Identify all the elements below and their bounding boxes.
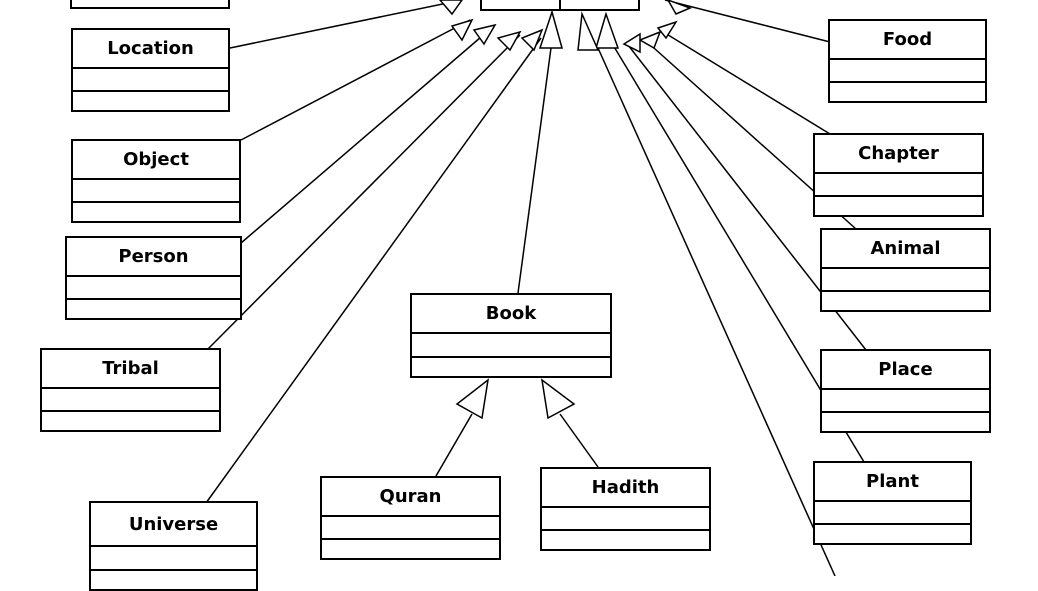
class-diagram-canvas: Location Object Person Tribal Universe B… [40,0,991,591]
arrowhead-chapter [656,20,678,40]
class-universe-name: Universe [91,503,256,547]
class-tribal[interactable]: Tribal [40,348,221,432]
arrowhead-location [439,0,463,16]
edge-tribal-parent [204,34,521,353]
arrowhead-hadith [540,378,576,420]
class-object[interactable]: Object [71,139,241,223]
class-location-name: Location [73,30,228,69]
class-quran-operations [322,540,499,558]
edge-quran-book [435,413,473,477]
arrowhead-plant [594,11,620,49]
class-object-attributes [73,180,239,204]
class-location-operations [73,92,228,110]
class-location[interactable]: Location [71,28,230,112]
edge-book-parent [517,47,552,294]
arrowhead-object [450,18,474,42]
class-universe[interactable]: Universe [89,501,258,591]
class-book[interactable]: Book [410,293,612,378]
arrowhead-offscreen [577,11,600,51]
edge-hadith-book [559,413,599,468]
class-animal-attributes [822,269,989,293]
edge-food-parent [664,0,831,43]
class-universe-operations [91,571,256,589]
arrowhead-person [472,23,497,46]
class-book-attributes [412,334,610,359]
class-animal-name: Animal [822,230,989,269]
edge-person-parent [240,24,496,244]
class-place-name: Place [822,351,989,390]
arrowhead-universe [520,28,544,52]
arrowhead-book [538,9,563,49]
class-plant-operations [815,525,970,543]
class-place-operations [822,413,989,431]
class-chapter-attributes [815,174,982,198]
class-chapter-name: Chapter [815,135,982,174]
class-food[interactable]: Food [828,19,987,103]
class-food-name: Food [830,21,985,60]
class-hadith-operations [542,531,709,549]
class-place[interactable]: Place [820,349,991,433]
edge-object-parent [240,19,471,141]
class-person-attributes [67,277,240,301]
class-food-operations [830,83,985,101]
class-person[interactable]: Person [65,236,242,320]
class-quran[interactable]: Quran [320,476,501,560]
generalization-edges [70,0,867,576]
class-animal-operations [822,292,989,310]
edge-universe-parent [205,37,542,504]
class-chapter-operations [815,197,982,215]
class-tribal-attributes [42,389,219,413]
class-person-name: Person [67,238,240,277]
class-chapter[interactable]: Chapter [813,133,984,217]
edge-chapter-parent [659,29,831,135]
edge-offscreen-parent [597,47,836,576]
class-object-operations [73,203,239,221]
class-book-operations [412,358,610,376]
class-book-name: Book [412,295,610,335]
class-plant-name: Plant [815,463,970,502]
class-quran-attributes [322,517,499,541]
class-hadith-name: Hadith [542,469,709,508]
arrowhead-tribal [496,30,522,52]
class-person-operations [67,300,240,318]
class-plant-attributes [815,502,970,526]
arrowhead-quran [455,378,490,420]
arrowhead-animal [638,30,662,50]
class-quran-name: Quran [322,478,499,517]
class-food-attributes [830,60,985,84]
class-animal[interactable]: Animal [820,228,991,312]
partial-class-box-top-left [70,0,230,9]
class-tribal-name: Tribal [42,350,219,389]
class-hadith-attributes [542,508,709,532]
class-plant[interactable]: Plant [813,461,972,545]
edge-location-parent [229,0,463,49]
class-hadith[interactable]: Hadith [540,467,711,551]
arrowhead-food [667,0,693,15]
class-tribal-operations [42,412,219,430]
class-location-attributes [73,69,228,93]
arrowhead-place [622,32,641,54]
class-object-name: Object [73,141,239,180]
class-place-attributes [822,390,989,414]
class-universe-attributes [91,547,256,571]
